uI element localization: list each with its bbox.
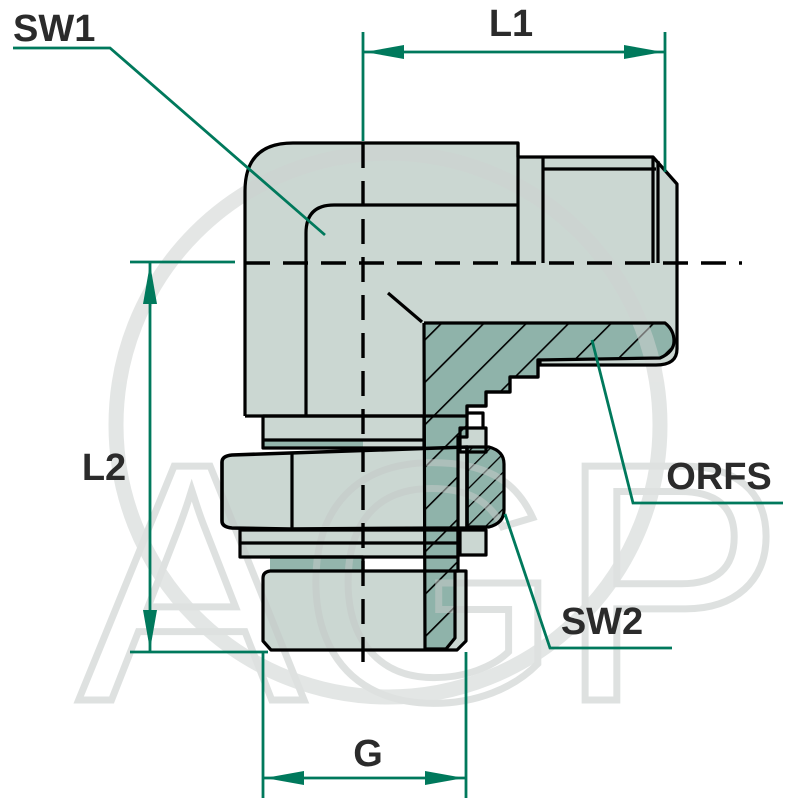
watermark-text: AGP [78,393,778,773]
washer-right-outline [458,528,488,557]
sw1-leader-line [13,46,326,237]
inner-corner-chamfer [386,291,424,324]
ring-right-outline [458,426,488,454]
l2-arrow-up [143,264,157,304]
locknut-section-outline [465,445,506,529]
inner-contour [304,203,518,416]
neck-shoulder-dark [263,440,363,448]
watermark: AGP [74,145,788,777]
label-l1: L1 [489,3,533,45]
dimension-labels: SW1 L1 L2 ORFS SW2 G [13,3,772,775]
g-arrow-right [425,771,464,785]
sw2-leader-line [503,513,672,650]
l1-arrow-left [365,45,404,59]
l1-arrow-right [624,45,663,59]
label-g: G [353,733,383,775]
label-l2: L2 [82,447,126,489]
orfs-leader-line [590,339,783,505]
neck-outline [261,414,426,450]
label-orfs: ORFS [666,456,772,498]
stud-shoulder-dark [270,557,363,571]
label-sw2: SW2 [561,601,643,643]
label-sw1: SW1 [13,8,95,50]
contour-lines [220,141,742,668]
dimension-lines [13,32,783,798]
l2-arrow-down [143,610,157,650]
locknut-section-hatch [467,447,504,527]
dimension-arrowheads [143,45,663,785]
stud-outline [261,569,468,652]
ring-step [467,411,485,428]
washer-right-fill [460,530,486,555]
section-outline [422,321,676,651]
watermark-circle [108,145,668,705]
locknut-fill [222,447,467,529]
g-arrow-left [265,771,304,785]
